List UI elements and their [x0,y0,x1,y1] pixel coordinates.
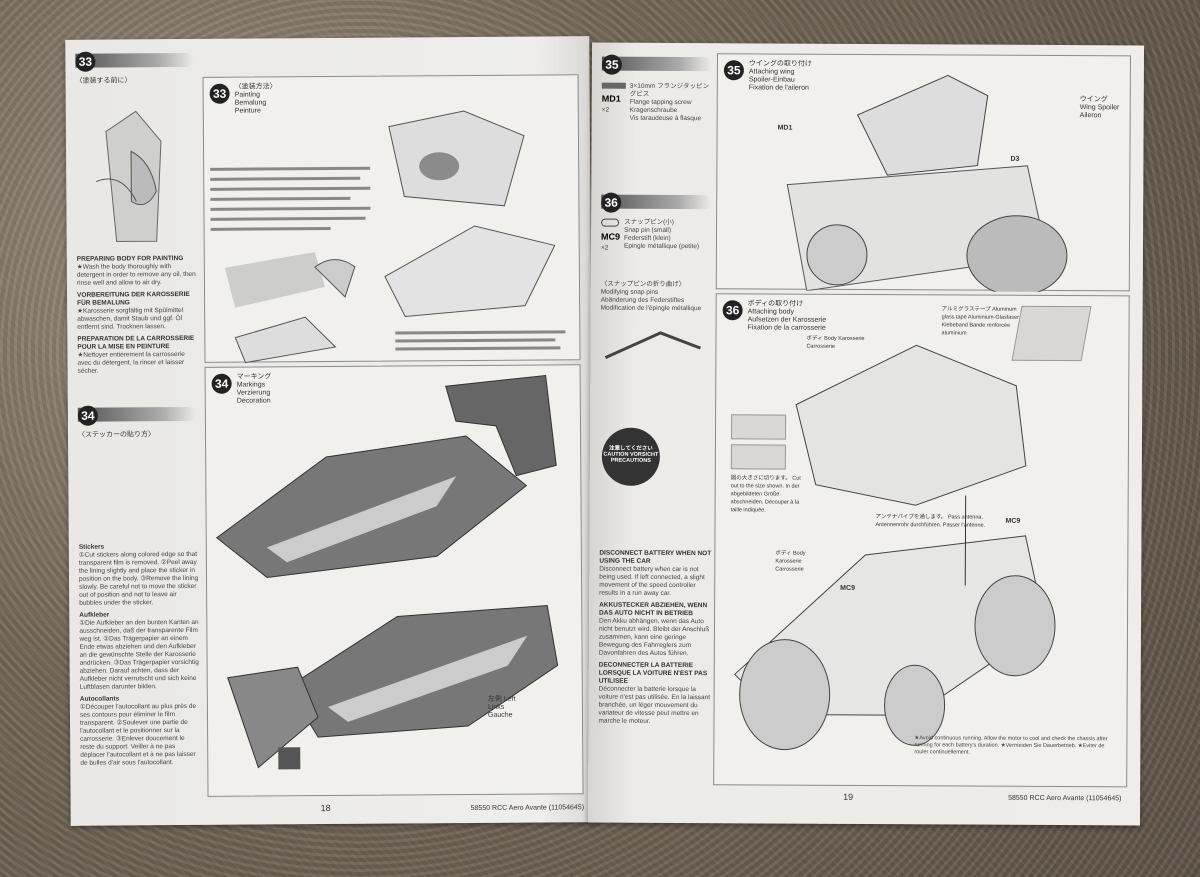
part-qty: ×2 [601,106,610,114]
section-heading: 〈塗装する前に〉 [75,77,132,85]
part-size: 3×10mm [629,82,656,90]
step-badge: 34 [211,373,232,394]
body-assembly-illustration [734,344,1056,751]
footer-text: 58550 RCC Aero Avante (11054645) [1008,794,1122,803]
step-badge: 33 [75,51,96,72]
screw-icon [601,82,626,89]
mc9-label: MC9 [840,584,855,592]
step-badge: 36 [601,192,622,213]
body-label: ボディ Body Karosserie Carrosserie [775,550,806,573]
snap-pin-illustration [604,331,701,360]
text-en: Disconnect battery when car is not being… [599,565,705,597]
page-number: 18 [320,803,331,814]
text-de: ★Karosserie sorgfältig mit Spülmittel ab… [77,307,184,331]
wing-label: ウイング Wing Spoiler Aileron [1079,96,1120,120]
step-badge: 36 [722,300,743,321]
heading-fr: DECONNECTER LA BATTERIE LORSQUE LA VOITU… [598,661,708,685]
title-fr: Décoration [236,397,271,405]
heading-en: DISCONNECT BATTERY WHEN NOT USING THE CA… [599,549,712,565]
part-code: MC9 [601,231,621,242]
part-qty: ×2 [600,244,609,252]
washing-illustration [96,110,162,242]
text-de: Den Akku abhängen, wenn das Auto nicht b… [598,617,710,658]
part-fr: Vis taraudeuse à flasque [629,114,702,123]
heading-fr: PREPARATION DE LA CARROSSERIE POUR LA MI… [77,334,195,351]
footer-text: 58550 RCC Aero Avante (11054645) [470,804,585,813]
text-en: ①Cut stickers along colored edge so that… [78,550,199,607]
step-badge: 34 [77,405,98,426]
text-fr: ★Nettoyer entièrement la carrosserie ave… [77,351,185,375]
wing-illustration [786,74,1068,293]
page-number: 19 [843,791,854,802]
heading-de: AKKUSTECKER ABZIEHEN, WENN DAS AUTO NICH… [599,601,708,618]
part-code: MD1 [601,93,621,104]
running-warning: ★Avoid continuous running. Allow the mot… [914,735,1108,756]
title-fr: Fixation de la carrosserie [747,324,826,332]
caution-badge: 注意してください CAUTION VORSICHT PRECAUTIONS [601,427,661,486]
painting-illustration [210,110,566,364]
md1-label: MD1 [777,124,793,132]
text-de: ①Die Aufkleber an den bunten Kanten an a… [79,618,199,691]
part-fr: Epingle métallique (petite) [623,242,700,251]
text-fr: Déconnecter la batterie lorsque la voitu… [598,685,711,725]
antenna-note: アンテナパイプを通します。 Pass antenna. Antennenrohr… [875,514,986,529]
title-de: Verzierung [236,389,271,397]
step-badge: 35 [601,54,622,75]
markings-illustration [215,374,559,770]
left-side-note: 左側 Left Links Gauche [487,695,516,719]
mc9-label: MC9 [1005,517,1021,525]
text-en: ★Wash the body thoroughly with detergent… [76,263,196,287]
title-en: Markings [236,381,266,389]
snap-pin-icon [601,218,620,227]
text-fr: ①Découper l'autocollant au plus près de … [79,702,197,767]
title-jp: マーキング [236,373,272,381]
left-page: 33 〈塗装する前に〉 PREPARING BODY FOR PAINTING … [65,36,595,826]
d3-label: D3 [1010,155,1020,163]
left-column: 33 〈塗装する前に〉 PREPARING BODY FOR PAINTING … [75,51,200,768]
heading-de: VORBEREITUNG DER KAROSSERIE FÜR BEMALUNG [77,290,190,307]
